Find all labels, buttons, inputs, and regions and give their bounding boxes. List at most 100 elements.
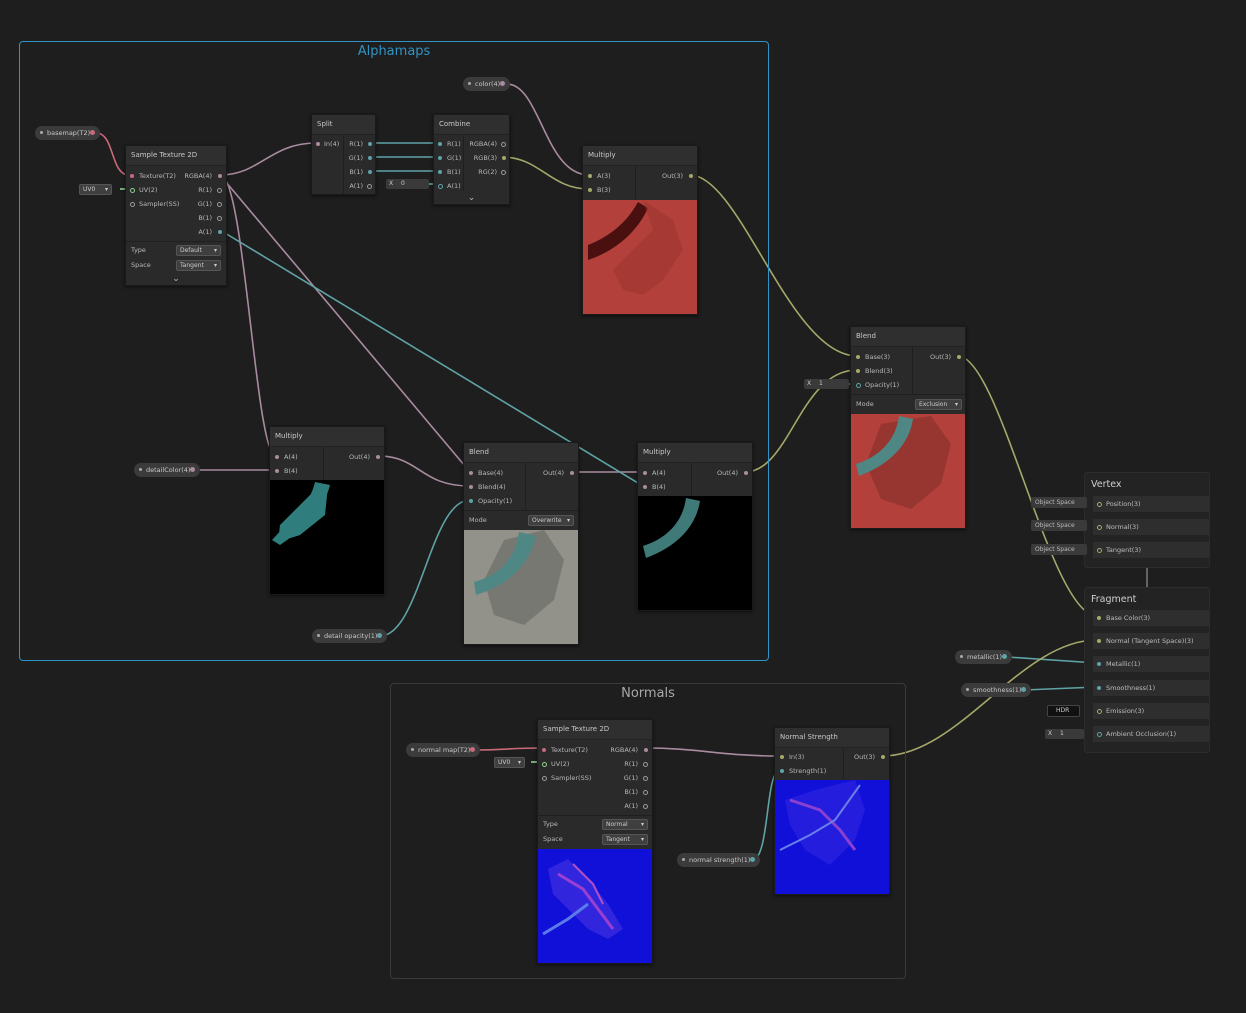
slot-smoothness[interactable]: Smoothness(1) (1093, 680, 1209, 696)
port-pin[interactable] (1097, 525, 1102, 530)
emission-hdr-field[interactable]: HDR (1047, 705, 1080, 717)
port-a[interactable]: A(1) (438, 180, 461, 192)
node-combine[interactable]: Combine R(1) G(1) B(1) A(1) RGBA(4) RGB(… (433, 114, 510, 205)
port-b[interactable]: B(1) (438, 166, 461, 178)
port-a[interactable]: A(1) (198, 226, 222, 238)
port-out[interactable]: Out(4) (543, 467, 574, 479)
port-rgba[interactable]: RGBA(4) (184, 170, 222, 182)
port-base[interactable]: Base(3) (856, 351, 890, 363)
property-pin[interactable] (190, 467, 196, 472)
port-blend[interactable]: Blend(3) (856, 365, 893, 377)
node-split[interactable]: Split In(4) R(1) G(1) B(1) A(1) (311, 114, 376, 195)
mode-dropdown[interactable]: Exclusion (915, 399, 962, 410)
port-pin[interactable] (438, 142, 442, 146)
port-strength[interactable]: Strength(1) (780, 765, 826, 777)
port-pin[interactable] (218, 230, 222, 234)
property-smoothness[interactable]: smoothness(1) (961, 683, 1032, 697)
port-pin[interactable] (856, 355, 860, 359)
slot-base-color[interactable]: Base Color(3) (1093, 610, 1209, 626)
port-texture[interactable]: Texture(T2) (542, 744, 588, 756)
port-b[interactable]: B(1) (624, 786, 648, 798)
space-dropdown[interactable]: Tangent (602, 834, 648, 845)
port-pin[interactable] (644, 748, 648, 752)
chevron-down-icon[interactable]: ⌄ (467, 193, 476, 203)
uv-dropdown-normal[interactable]: UV0 (494, 757, 525, 768)
port-b[interactable]: B(4) (275, 465, 298, 477)
slot-metallic[interactable]: Metallic(1) (1093, 656, 1209, 672)
port-pin[interactable] (542, 748, 546, 752)
property-color[interactable]: color(4) (463, 77, 511, 91)
port-pin[interactable] (643, 485, 647, 489)
port-pin[interactable] (501, 170, 506, 175)
port-g[interactable]: G(1) (198, 198, 222, 210)
slot-ambient-occlusion[interactable]: Ambient Occlusion(1) (1093, 726, 1209, 742)
node-blend-mid[interactable]: Blend Base(4) Blend(4) Opacity(1) Out(4)… (463, 442, 579, 645)
master-fragment[interactable]: Fragment Base Color(3) Normal (Tangent S… (1084, 587, 1210, 753)
port-pin[interactable] (1097, 732, 1102, 737)
port-pin[interactable] (218, 174, 222, 178)
port-opacity[interactable]: Opacity(1) (856, 379, 899, 391)
ambient-occlusion-field[interactable]: X 1 (1045, 729, 1084, 739)
slot-position[interactable]: Position(3) (1093, 496, 1209, 512)
port-pin[interactable] (1097, 709, 1102, 714)
port-pin[interactable] (588, 174, 592, 178)
port-pin[interactable] (316, 142, 320, 146)
port-r[interactable]: R(1) (198, 184, 222, 196)
port-pin[interactable] (1097, 639, 1101, 643)
port-pin[interactable] (856, 369, 860, 373)
blend-opacity-field[interactable]: X 1 (804, 379, 849, 389)
node-multiply-top[interactable]: Multiply A(3) B(3) Out(3) (582, 145, 698, 315)
port-g[interactable]: G(1) (349, 152, 372, 164)
property-normal-strength[interactable]: normal strength(1) (677, 853, 761, 867)
type-dropdown[interactable]: Normal (602, 819, 648, 830)
port-in[interactable]: In(3) (780, 751, 804, 763)
port-pin[interactable] (438, 170, 442, 174)
port-pin[interactable] (1097, 616, 1101, 620)
object-space-normal[interactable]: Object Space (1031, 520, 1087, 531)
space-dropdown[interactable]: Tangent (176, 260, 221, 271)
port-sampler[interactable]: Sampler(SS) (130, 198, 179, 210)
port-pin[interactable] (1097, 662, 1101, 666)
property-pin[interactable] (377, 633, 383, 638)
port-blend[interactable]: Blend(4) (469, 481, 506, 493)
uv-dropdown[interactable]: UV0 (79, 184, 112, 195)
port-pin[interactable] (780, 769, 784, 773)
port-a[interactable]: A(4) (275, 451, 298, 463)
property-pin[interactable] (750, 857, 756, 862)
port-pin[interactable] (1097, 502, 1102, 507)
port-pin[interactable] (744, 471, 748, 475)
port-b[interactable]: B(4) (643, 481, 666, 493)
slot-normal[interactable]: Normal(3) (1093, 519, 1209, 535)
object-space-position[interactable]: Object Space (1031, 497, 1087, 508)
port-uv[interactable]: UV(2) (130, 184, 157, 196)
property-pin[interactable] (500, 81, 506, 86)
group-normals[interactable]: Normals (390, 683, 906, 979)
port-pin[interactable] (368, 142, 372, 146)
node-blend-right[interactable]: Blend Base(3) Blend(3) Opacity(1) Out(3)… (850, 326, 966, 529)
port-pin[interactable] (501, 142, 506, 147)
mode-dropdown[interactable]: Overwrite (528, 515, 574, 526)
combine-a-field[interactable]: X 0 (386, 179, 429, 189)
port-out[interactable]: Out(4) (349, 451, 380, 463)
port-pin[interactable] (469, 499, 473, 503)
port-pin[interactable] (438, 156, 442, 160)
node-sample-texture-normal[interactable]: Sample Texture 2D Texture(T2) UV(2) Samp… (537, 719, 653, 964)
port-b[interactable]: B(3) (588, 184, 611, 196)
port-b[interactable]: B(1) (349, 166, 372, 178)
port-pin[interactable] (368, 170, 372, 174)
port-b[interactable]: B(1) (198, 212, 222, 224)
port-pin[interactable] (643, 471, 647, 475)
property-pin[interactable] (470, 747, 476, 752)
port-pin[interactable] (643, 776, 648, 781)
group-alphamaps[interactable]: Alphamaps (19, 41, 769, 661)
port-pin[interactable] (376, 455, 380, 459)
node-multiply-left[interactable]: Multiply A(4) B(4) Out(4) (269, 426, 385, 595)
port-pin[interactable] (780, 755, 784, 759)
port-pin[interactable] (643, 804, 648, 809)
port-pin[interactable] (1097, 686, 1101, 690)
slot-normal[interactable]: Normal (Tangent Space)(3) (1093, 633, 1209, 649)
type-dropdown[interactable]: Default (176, 245, 221, 256)
port-out[interactable]: Out(3) (854, 751, 885, 763)
port-r[interactable]: R(1) (624, 758, 648, 770)
port-rg[interactable]: RG(2) (478, 166, 506, 178)
